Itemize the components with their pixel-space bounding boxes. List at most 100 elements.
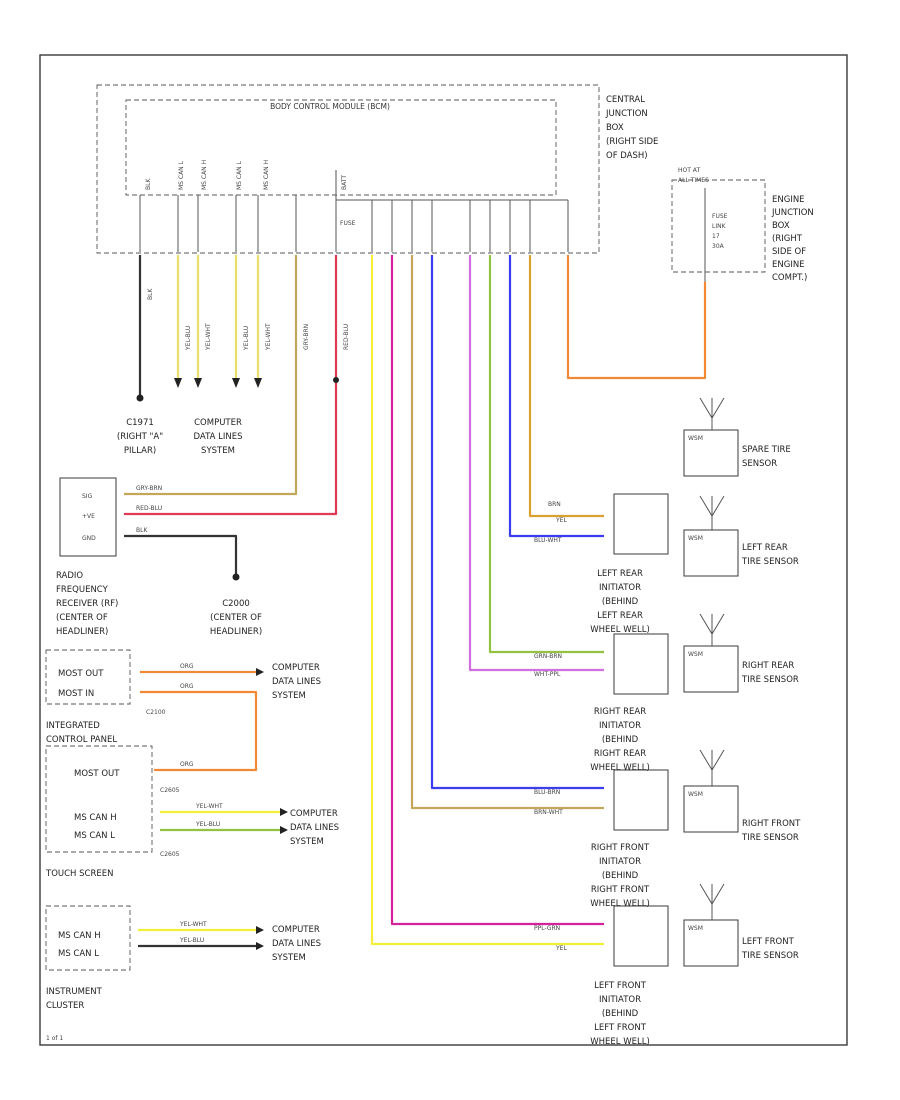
wire-tan-rf-sig: [124, 255, 298, 496]
rf-wire-1: GRY-BRN: [136, 485, 162, 492]
svg-text:SYSTEM: SYSTEM: [272, 953, 306, 963]
svg-text:FUSE: FUSE: [712, 213, 728, 220]
rf-wire-2: RED-BLU: [136, 505, 162, 512]
lr-initiator-box: [613, 493, 669, 555]
touch-conn-1: C2605: [160, 787, 180, 794]
svg-text:TIRE SENSOR: TIRE SENSOR: [741, 833, 799, 843]
svg-text:SPARE TIRE: SPARE TIRE: [742, 445, 791, 455]
left-front-tire-sensor: WSM: [683, 883, 739, 967]
svg-text:YEL-BLU: YEL-BLU: [243, 326, 250, 351]
bcm-stubs: [139, 170, 569, 252]
svg-text:HOT AT: HOT AT: [678, 167, 700, 174]
svg-text:MS CAN L: MS CAN L: [236, 160, 243, 190]
svg-text:DATA LINES: DATA LINES: [194, 432, 243, 442]
rr-initiator-label: RIGHT REAR INITIATOR (BEHIND RIGHT REAR …: [590, 707, 650, 773]
svg-text:CONTROL PANEL: CONTROL PANEL: [46, 735, 117, 745]
svg-text:INITIATOR: INITIATOR: [599, 583, 641, 593]
rf-wire-a: BLU-BRN: [534, 789, 560, 796]
hot-at-label: HOT AT ALL TIMES: [678, 167, 709, 184]
svg-text:SIDE OF: SIDE OF: [772, 247, 806, 257]
svg-text:ENGINE: ENGINE: [772, 260, 805, 270]
svg-text:WSM: WSM: [688, 925, 703, 932]
svg-text:WHEEL WELL): WHEEL WELL): [590, 763, 650, 773]
right-front-sensor-label: RIGHT FRONT TIRE SENSOR: [741, 819, 801, 843]
svg-text:WHEEL WELL): WHEEL WELL): [590, 625, 650, 635]
right-rear-sensor-label: RIGHT REAR TIRE SENSOR: [741, 661, 799, 685]
fuse-label: FUSE: [340, 220, 356, 227]
svg-text:BLK: BLK: [147, 288, 154, 300]
svg-text:CLUSTER: CLUSTER: [46, 1001, 84, 1011]
touch-pin-out: MOST OUT: [74, 769, 120, 779]
svg-text:BOX: BOX: [606, 123, 624, 133]
svg-text:BOX: BOX: [772, 221, 790, 231]
svg-text:SENSOR: SENSOR: [742, 459, 777, 469]
svg-text:(BEHIND: (BEHIND: [602, 871, 639, 881]
svg-text:FREQUENCY: FREQUENCY: [56, 585, 109, 595]
touch-conn-2: C2605: [160, 851, 180, 858]
icp-conn: C2100: [146, 709, 166, 716]
svg-text:(RIGHT "A": (RIGHT "A": [117, 432, 163, 442]
svg-text:ALL TIMES: ALL TIMES: [678, 177, 709, 184]
svg-text:COMPT.): COMPT.): [772, 273, 807, 283]
wire-gold-lr: [528, 255, 604, 518]
central-junction-box: [96, 84, 600, 254]
svg-text:COMPUTER: COMPUTER: [272, 925, 320, 935]
left-rear-sensor-label: LEFT REAR TIRE SENSOR: [741, 543, 799, 567]
svg-text:(CENTER OF: (CENTER OF: [56, 613, 108, 623]
svg-text:HEADLINER): HEADLINER): [210, 627, 262, 637]
c2000-label: C2000 (CENTER OF HEADLINER): [210, 599, 262, 637]
touch-screen-box: [45, 745, 153, 853]
spare-sensor-label: SPARE TIRE SENSOR: [742, 445, 791, 469]
ic-pin-canl: MS CAN L: [58, 949, 99, 959]
instrument-cluster-box: [45, 905, 131, 971]
svg-text:WSM: WSM: [688, 435, 703, 442]
wire-blue-rf: [430, 255, 604, 790]
rf-initiator-label: RIGHT FRONT INITIATOR (BEHIND RIGHT FRON…: [590, 843, 650, 909]
svg-text:YEL-WHT: YEL-WHT: [205, 323, 212, 351]
orange-wire-label-2: ORG: [180, 683, 194, 690]
svg-text:30A: 30A: [712, 243, 725, 250]
lr-wire-1: BRN: [548, 501, 561, 508]
cdl-top-label: COMPUTER DATA LINES SYSTEM: [194, 418, 243, 456]
wire-magenta-lf: [390, 255, 604, 926]
rf-wire-b: BRN-WHT: [534, 809, 563, 816]
wire-orange-loop: [140, 690, 258, 772]
svg-text:RIGHT REAR: RIGHT REAR: [742, 661, 794, 671]
rf-initiator-box: [613, 769, 669, 831]
rf-receiver-label: RADIO FREQUENCY RECEIVER (RF) (CENTER OF…: [56, 571, 118, 637]
svg-text:MS CAN H: MS CAN H: [263, 160, 270, 190]
svg-text:SYSTEM: SYSTEM: [272, 691, 306, 701]
svg-text:(BEHIND: (BEHIND: [602, 597, 639, 607]
orange-wire-label-1: ORG: [180, 663, 194, 670]
svg-text:RED-BLU: RED-BLU: [343, 324, 350, 350]
svg-text:COMPUTER: COMPUTER: [272, 663, 320, 673]
svg-text:TIRE SENSOR: TIRE SENSOR: [741, 557, 799, 567]
svg-text:GRY-BRN: GRY-BRN: [303, 324, 310, 350]
svg-text:RIGHT REAR: RIGHT REAR: [594, 749, 646, 759]
wire-green-rr: [488, 255, 604, 654]
rr-wire-1: GRN-BRN: [534, 653, 562, 660]
svg-text:INSTRUMENT: INSTRUMENT: [46, 987, 103, 997]
bcm-pin-labels: BLK MS CAN L MS CAN H MS CAN L MS CAN H …: [145, 160, 348, 190]
touch-pin-canh: MS CAN H: [74, 813, 117, 823]
svg-text:JUNCTION: JUNCTION: [605, 109, 648, 119]
rf-wire-3: BLK: [136, 527, 148, 534]
svg-text:COMPUTER: COMPUTER: [290, 809, 338, 819]
svg-text:(RIGHT SIDE: (RIGHT SIDE: [606, 137, 658, 147]
svg-text:INTEGRATED: INTEGRATED: [46, 721, 100, 731]
rf-pin-gnd: GND: [82, 535, 96, 542]
touch-pin-canl: MS CAN L: [74, 831, 115, 841]
svg-text:PILLAR): PILLAR): [124, 446, 156, 456]
wire-can-top: [174, 255, 262, 388]
icp-pin-in: MOST IN: [58, 689, 94, 699]
ic-wire-1: YEL-WHT: [179, 921, 207, 928]
svg-text:LEFT REAR: LEFT REAR: [597, 611, 643, 621]
ground-right-pillar-label: C1971 (RIGHT "A" PILLAR): [117, 418, 163, 456]
left-front-sensor-label: LEFT FRONT TIRE SENSOR: [741, 937, 799, 961]
svg-text:(CENTER OF: (CENTER OF: [210, 613, 262, 623]
wire-orange-batt: [566, 255, 707, 380]
icp-pin-out: MOST OUT: [58, 669, 104, 679]
rr-wire-2: WHT-PPL: [534, 671, 561, 678]
svg-text:RIGHT REAR: RIGHT REAR: [594, 707, 646, 717]
